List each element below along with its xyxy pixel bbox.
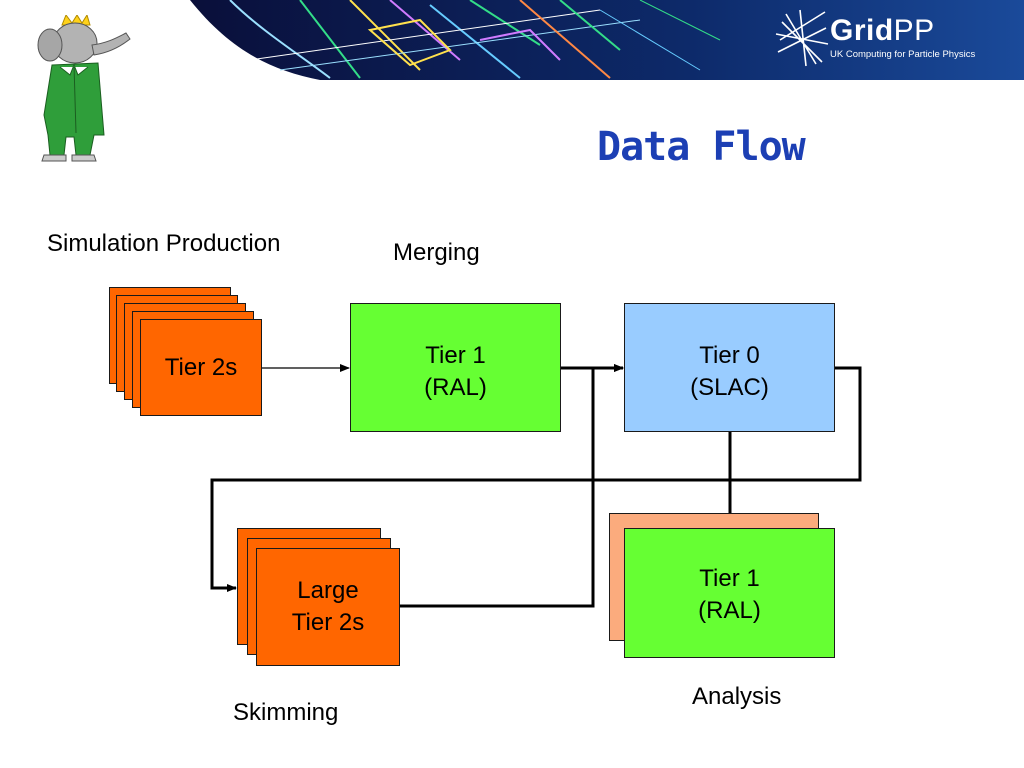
tier0-node: Tier 0 (SLAC)	[624, 303, 835, 432]
analysis-label: Analysis	[692, 683, 782, 710]
gridpp-logo-icon	[775, 9, 829, 67]
gridpp-brand: GridPP UK Computing for Particle Physics	[830, 14, 975, 61]
header-banner	[190, 0, 1024, 80]
brand-subtitle: UK Computing for Particle Physics	[830, 49, 976, 60]
arrow-tier0-to-large-tier2s	[210, 366, 862, 592]
large-tier2s-label: Large	[297, 577, 359, 604]
page-title: Data Flow	[597, 124, 806, 170]
tier0-label: Tier 0	[699, 342, 760, 369]
arrow-large-tier2s-to-tier0	[400, 364, 624, 608]
tier2s-node: Tier 2s	[140, 319, 262, 416]
large-tier2s-label-2: Tier 2s	[291, 609, 365, 636]
particle-tracks-image	[229, 0, 721, 79]
skimming-label: Skimming	[233, 699, 339, 726]
elephant-mascot-icon	[37, 15, 131, 162]
simulation-production-label: Simulation Production	[47, 230, 281, 257]
merging-label: Merging	[393, 239, 480, 266]
tier1-analysis-site: (RAL)	[698, 597, 761, 624]
tier1-analysis-label: Tier 1	[699, 565, 760, 592]
tier2s-label: Tier 2s	[164, 353, 238, 381]
large-tier2s-node: Large Tier 2s	[256, 548, 400, 666]
tier1-merging-label: Tier 1	[425, 342, 486, 369]
tier1-analysis-node: Tier 1 (RAL)	[624, 528, 835, 658]
tier0-site: (SLAC)	[690, 374, 769, 401]
brand-name-bold: Grid	[830, 14, 894, 47]
tier1-merging-site: (RAL)	[424, 374, 487, 401]
brand-name-light: PP	[893, 14, 935, 47]
tier1-merging-node: Tier 1 (RAL)	[350, 303, 561, 432]
